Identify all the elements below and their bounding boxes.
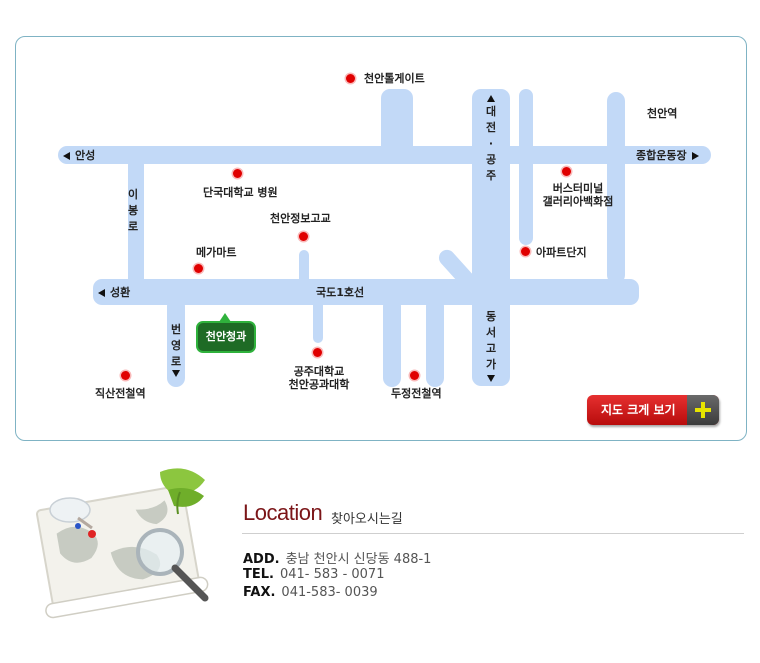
- arrow-label-ansung: 안성: [63, 149, 95, 162]
- marker-icon: [562, 167, 571, 176]
- marker-icon: [194, 264, 203, 273]
- place-info-school: 천안정보고교: [270, 212, 331, 225]
- tel-label: TEL.: [243, 567, 274, 582]
- road-daejeon: [472, 89, 510, 386]
- arrow-label-daejeon: 대전·공주: [484, 95, 498, 184]
- marker-icon: [299, 232, 308, 241]
- marker-icon: [121, 371, 130, 380]
- road-label-beonyeongro: 번영로: [170, 323, 182, 368]
- road-terminal: [519, 89, 533, 245]
- road-info-school: [299, 250, 309, 286]
- road-route1: [93, 279, 639, 305]
- arrow-label-sunghwan: 성환: [98, 286, 130, 299]
- place-megamart: 메가마트: [196, 246, 237, 259]
- address-label: ADD.: [243, 552, 280, 567]
- address-row: ADD. 충남 천안시 신당동 488-1: [243, 548, 431, 567]
- tel-value: 041- 583 - 0071: [279, 567, 385, 582]
- marker-icon: [233, 169, 242, 178]
- road-dujeong-left: [383, 297, 401, 387]
- location-subtitle: 찾아오시는길: [331, 512, 403, 527]
- place-cheonan-station: 천안역: [647, 107, 678, 120]
- plus-icon: [687, 395, 719, 425]
- location-divider: [242, 533, 744, 534]
- place-dankook: 단국대학교 병원: [203, 186, 278, 199]
- map-illustration-icon: [36, 468, 209, 619]
- road-label-ibongro: 이봉로: [127, 188, 139, 233]
- place-dujeong: 두정전철역: [391, 387, 442, 400]
- fax-label: FAX.: [243, 585, 276, 600]
- fax-value: 041-583- 0039: [281, 585, 378, 600]
- city-hall-pointer: [219, 313, 231, 322]
- marker-icon: [410, 371, 419, 380]
- tel-row: TEL. 041- 583 - 0071: [243, 567, 384, 582]
- road-ibongro: [128, 157, 144, 287]
- city-hall-badge: 천안청과: [196, 321, 256, 353]
- road-beonyeongro: [167, 297, 185, 387]
- map-panel: 안성 성환 종합운동장 대전·공주 동서고가 이봉로 번영로 국도1호선 천안톨…: [15, 36, 747, 441]
- road-kongju: [313, 297, 323, 343]
- road-dujeong-right: [426, 297, 444, 387]
- place-jiksan: 직산전철역: [95, 387, 146, 400]
- address-value: 충남 천안시 신당동 488-1: [285, 552, 432, 567]
- marker-icon: [346, 74, 355, 83]
- place-apartment: 아파트단지: [536, 246, 587, 259]
- road-station: [607, 92, 625, 284]
- view-large-map-label: 지도 크게 보기: [601, 403, 676, 417]
- road-tollgate: [381, 89, 413, 161]
- arrow-label-jonghap: 종합운동장: [636, 149, 699, 162]
- arrow-label-dongseo: 동서고가: [484, 309, 498, 382]
- marker-icon: [313, 348, 322, 357]
- place-tollgate: 천안톨게이트: [364, 72, 425, 85]
- marker-icon: [521, 247, 530, 256]
- road-label-beonyeongro-arrow: [169, 368, 183, 377]
- fax-row: FAX. 041-583- 0039: [243, 585, 378, 600]
- location-title: Location: [243, 500, 323, 525]
- view-large-map-button[interactable]: 지도 크게 보기: [587, 395, 719, 425]
- road-label-route1: 국도1호선: [316, 286, 365, 299]
